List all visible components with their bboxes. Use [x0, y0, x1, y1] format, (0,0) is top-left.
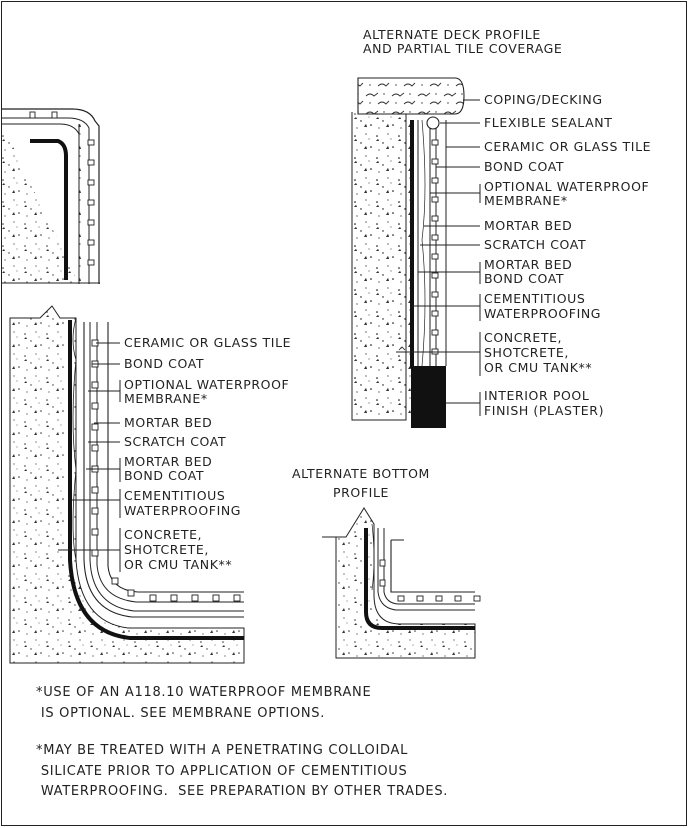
bottom-profile-title-line-2: PROFILE	[333, 485, 390, 500]
footnote-silicate-line-1: *MAY BE TREATED WITH A PENETRATING COLLO…	[36, 743, 409, 758]
left-label-concrete-2: SHOTCRETE,	[124, 542, 209, 557]
right-label-concrete-2: SHOTCRETE,	[484, 345, 569, 360]
right-label-cementitious-1: CEMENTITIOUS	[484, 291, 586, 306]
right-label-concrete-1: CONCRETE,	[484, 330, 563, 345]
right-label-concrete-3: OR CMU TANK**	[484, 360, 593, 375]
deck-profile-title-line-1: ALTERNATE DECK PROFILE	[363, 27, 541, 42]
left-label-ceramic-tile: CERAMIC OR GLASS TILE	[124, 335, 292, 350]
right-label-mortar-bed: MORTAR BED	[484, 218, 573, 233]
alternate-bottom-detail	[322, 507, 481, 659]
top-left-partial-detail	[2, 108, 100, 284]
left-label-cementitious-1: CEMENTITIOUS	[124, 488, 226, 503]
right-label-coping: COPING/DECKING	[484, 92, 603, 107]
right-label-finish-1: INTERIOR POOL	[484, 388, 590, 403]
right-label-scratch-coat: SCRATCH COAT	[484, 237, 587, 252]
leader-lines	[58, 99, 481, 572]
main-wall-floor-detail	[9, 305, 245, 664]
right-label-mortar-bond-1: MORTAR BED	[484, 257, 573, 272]
left-label-mortar-bond-1: MORTAR BED	[124, 454, 213, 469]
left-label-concrete-1: CONCRETE,	[124, 527, 203, 542]
deck-profile-detail	[351, 77, 465, 428]
footnote-silicate-line-2: SILICATE PRIOR TO APPLICATION OF CEMENTI…	[36, 764, 408, 779]
right-label-membrane-2: MEMBRANE*	[484, 193, 568, 208]
left-label-mortar-bond-2: BOND COAT	[124, 468, 205, 483]
left-label-membrane-2: MEMBRANE*	[124, 391, 208, 406]
deck-profile-title-line-2: AND PARTIAL TILE COVERAGE	[363, 41, 563, 56]
footnote-membrane-line-1: *USE OF AN A118.10 WATERPROOF MEMBRANE	[36, 685, 372, 700]
left-label-mortar-bed: MORTAR BED	[124, 415, 213, 430]
left-label-membrane-1: OPTIONAL WATERPROOF	[124, 377, 290, 392]
footnote-silicate-line-3: WATERPROOFING. SEE PREPARATION BY OTHER …	[36, 784, 449, 799]
left-label-concrete-3: OR CMU TANK**	[124, 557, 233, 572]
footnote-membrane-line-2: IS OPTIONAL. SEE MEMBRANE OPTIONS.	[36, 706, 326, 721]
right-label-bond-coat: BOND COAT	[484, 159, 565, 174]
right-label-mortar-bond-2: BOND COAT	[484, 271, 565, 286]
bottom-profile-title-line-1: ALTERNATE BOTTOM	[292, 466, 430, 481]
right-label-finish-2: FINISH (PLASTER)	[484, 403, 605, 418]
right-label-sealant: FLEXIBLE SEALANT	[484, 115, 613, 130]
left-label-cementitious-2: WATERPROOFING	[124, 503, 242, 518]
right-label-ceramic-tile: CERAMIC OR GLASS TILE	[484, 139, 652, 154]
right-label-membrane-1: OPTIONAL WATERPROOF	[484, 179, 650, 194]
left-label-scratch-coat: SCRATCH COAT	[124, 434, 227, 449]
left-label-bond-coat: BOND COAT	[124, 356, 205, 371]
right-label-cementitious-2: WATERPROOFING	[484, 306, 602, 321]
